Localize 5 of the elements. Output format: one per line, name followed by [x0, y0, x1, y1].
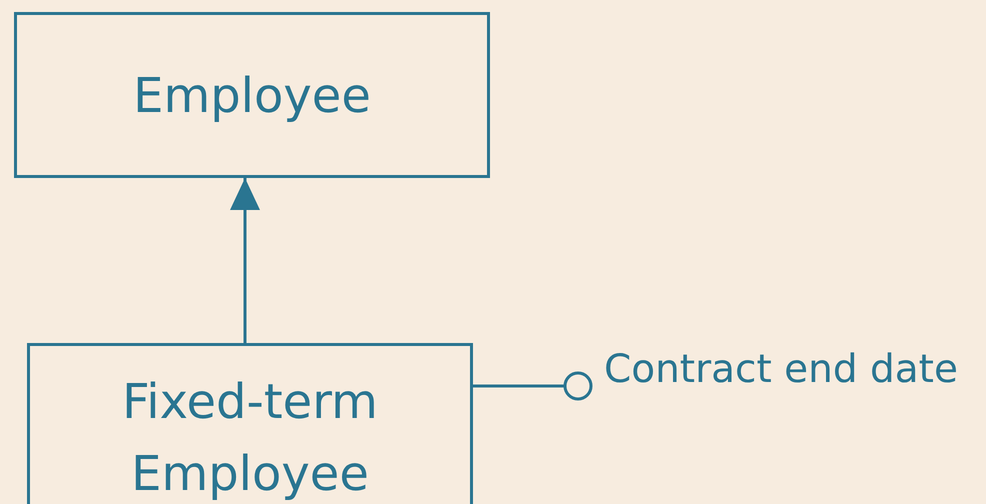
entity-box: Fixed-term Employee	[27, 343, 473, 504]
arrow	[230, 178, 260, 343]
entity-box: Employee	[14, 12, 490, 178]
attribute-connector	[473, 372, 592, 400]
attribute-label: Contract end date	[592, 340, 982, 400]
